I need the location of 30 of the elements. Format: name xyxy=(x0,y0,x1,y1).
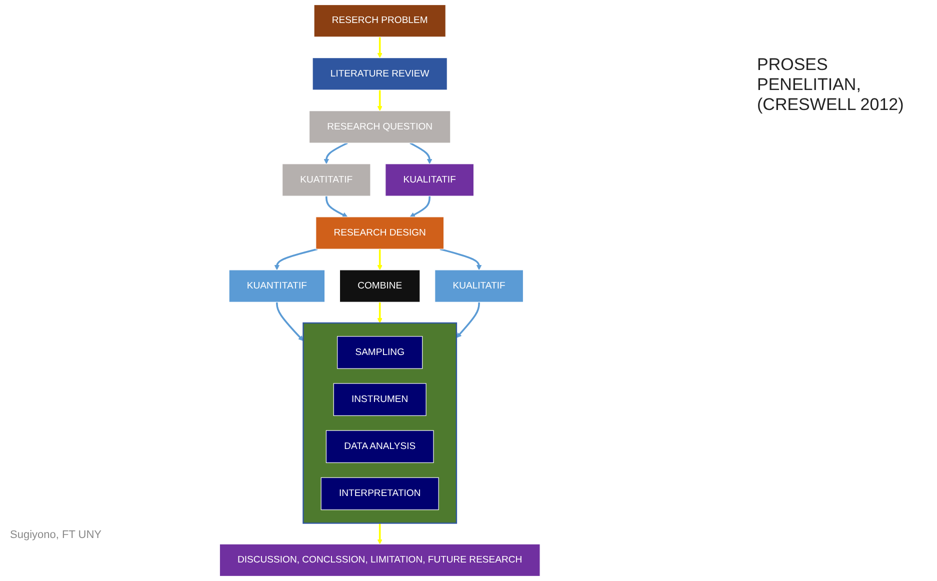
cluster xyxy=(302,322,458,524)
node-box: DISCUSSION, CONCLSSION, LIMITATION, FUTURE RESEARCH xyxy=(220,544,540,577)
node-box: KUALITATIF xyxy=(434,270,524,302)
arrow xyxy=(410,142,432,164)
arrow xyxy=(276,302,304,342)
node-box: COMBINE xyxy=(340,270,420,302)
arrow xyxy=(377,36,383,58)
arrow xyxy=(377,302,383,324)
node-box: LITERATURE REVIEW xyxy=(312,58,448,90)
title-note: PROSES PENELITIAN, (CRESWELL 2012) xyxy=(757,55,905,115)
node-box: RESEARCH QUESTION xyxy=(309,110,451,144)
node-box: RESERCH PROBLEM xyxy=(314,4,446,38)
arrow xyxy=(410,196,431,218)
node-box: RESEARCH DESIGN xyxy=(316,216,444,250)
arrow xyxy=(324,142,348,164)
node-box: KUATITATIF xyxy=(282,164,371,196)
node-box: SAMPLING xyxy=(337,336,423,369)
node-box: KUANTITATIF xyxy=(228,270,326,302)
arrow xyxy=(377,523,383,544)
arrow xyxy=(440,248,482,270)
author-credit: Sugiyono, FT UNY xyxy=(10,529,102,541)
arrow xyxy=(456,302,480,338)
node-box: KUALITATIF xyxy=(385,164,474,196)
arrow xyxy=(377,90,383,112)
node-box: INSTRUMEN xyxy=(333,383,427,416)
node-box: DATA ANALYSIS xyxy=(326,430,434,464)
node-box: INTERPRETATION xyxy=(320,477,440,510)
arrow xyxy=(326,196,348,218)
arrow xyxy=(274,248,318,270)
arrow xyxy=(377,249,383,270)
